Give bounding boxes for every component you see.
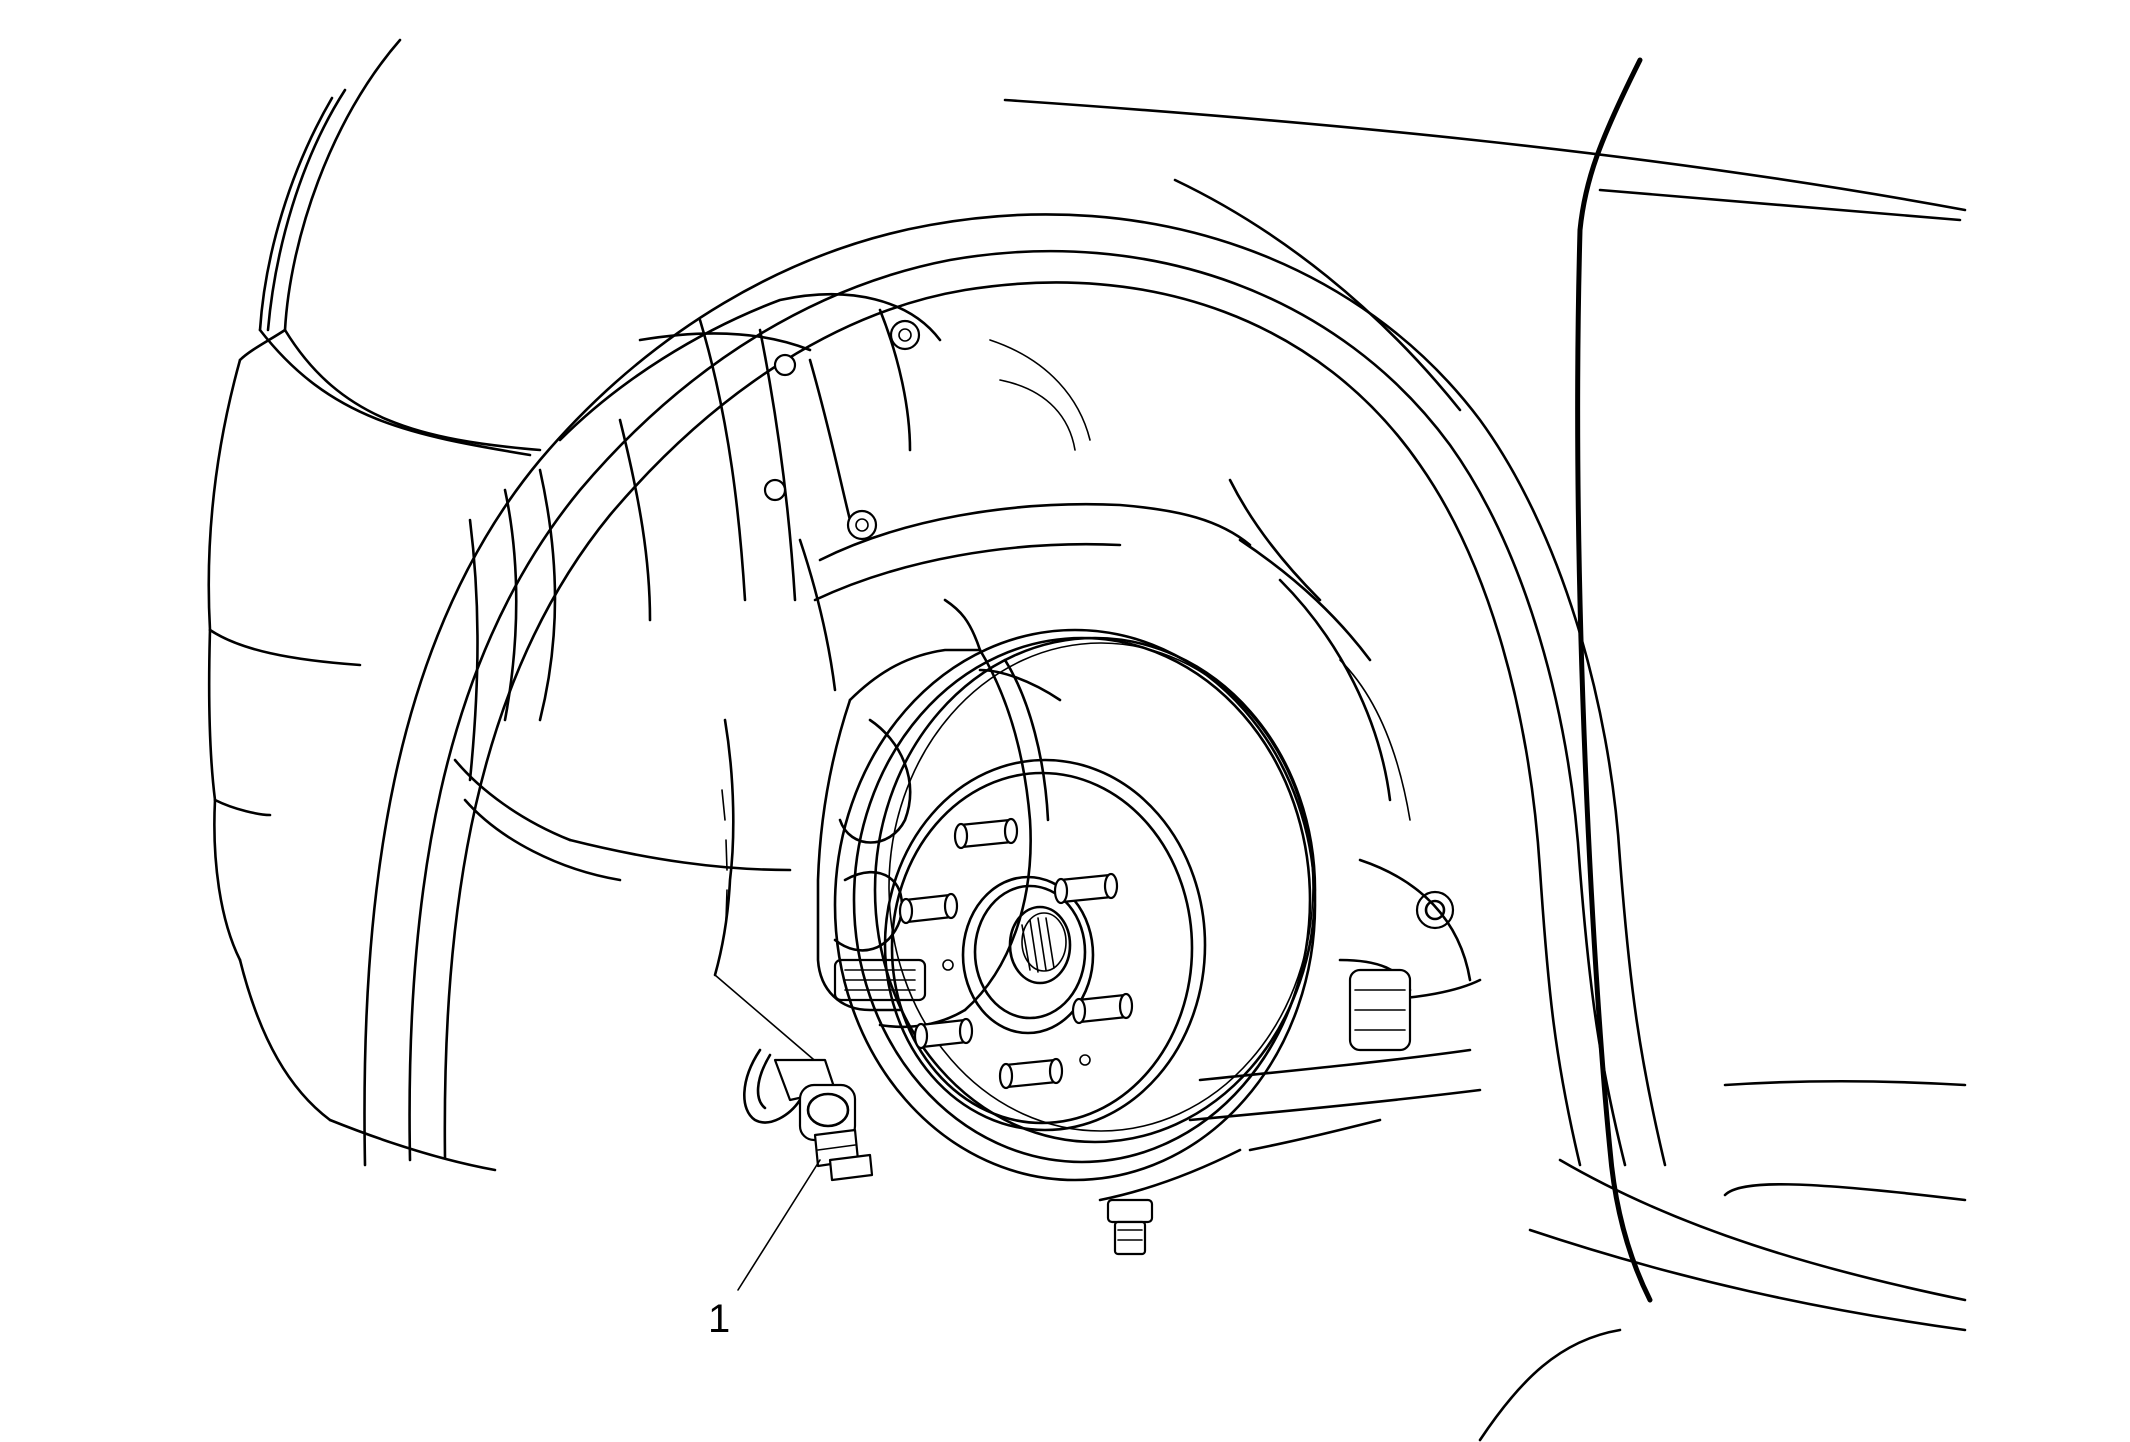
wheel-speed-sensor-harness bbox=[713, 718, 821, 1066]
wheel-studs bbox=[898, 817, 1134, 1090]
front-bumper-fascia bbox=[207, 38, 542, 1172]
brake-caliper bbox=[816, 598, 1062, 1029]
wheel-hub bbox=[961, 875, 1095, 1035]
lower-ball-joint bbox=[1106, 1198, 1154, 1256]
callout-label: 1 bbox=[708, 1297, 730, 1341]
fender-wheel-arch bbox=[363, 98, 1967, 1167]
brake-rotor bbox=[833, 628, 1317, 1182]
lower-control-arm bbox=[1098, 858, 1482, 1202]
callout-1: 1 bbox=[708, 1159, 821, 1341]
wheel-speed-sensor bbox=[743, 1048, 874, 1182]
door-panel bbox=[1478, 57, 1967, 1442]
callout-leader-line bbox=[737, 1159, 821, 1291]
wheel-well-structure bbox=[453, 293, 1411, 882]
